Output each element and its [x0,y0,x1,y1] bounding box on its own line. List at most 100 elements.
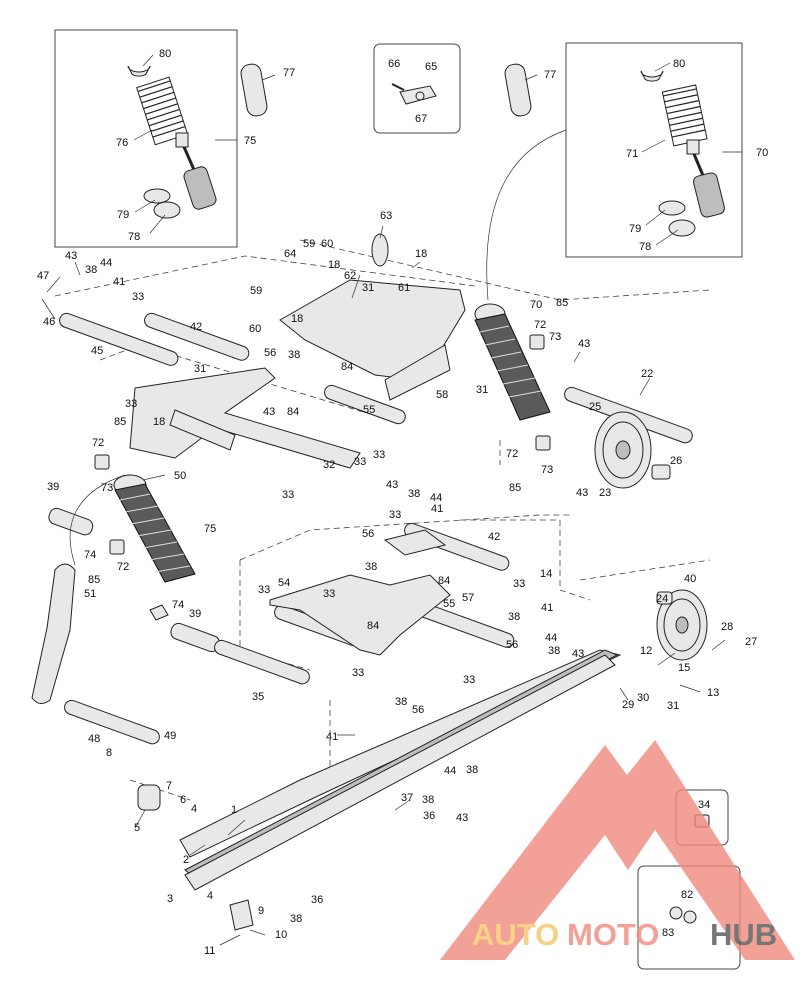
callout-56a: 56 [264,347,276,359]
callout-18a: 18 [415,248,427,260]
callout-36a: 36 [423,810,435,822]
watermark-logo: AUTO MOTO HUB [440,740,795,960]
callout-26: 26 [670,455,682,467]
callout-35: 35 [252,691,264,703]
left-inset-parts [127,63,268,219]
callout-41d: 41 [326,731,338,743]
callout-8: 8 [106,747,112,759]
right-inset-parts [504,63,725,237]
callout-49: 49 [164,730,176,742]
bracket-58 [279,233,466,401]
callout-78: 78 [128,231,140,243]
callout-28: 28 [721,621,733,633]
callout-2: 2 [183,854,189,866]
wheel-23 [594,411,671,489]
callout-56d: 56 [412,704,424,716]
callout-72b: 72 [92,437,104,449]
callout-71: 71 [626,148,638,160]
callout-33a: 33 [132,291,144,303]
callout-43e: 43 [386,479,398,491]
callout-38g: 38 [395,696,407,708]
callout-60b: 60 [249,323,261,335]
callout-76: 76 [116,137,128,149]
callout-85a: 85 [556,297,568,309]
callout-39b: 39 [189,608,201,620]
callout-85b: 85 [114,416,126,428]
callout-31d: 31 [667,700,679,712]
callout-84b: 84 [287,406,299,418]
inset-box-bracket [373,43,461,134]
callout-1: 1 [231,804,237,816]
callout-79: 79 [117,209,129,221]
callout-36b: 36 [311,894,323,906]
callout-50: 50 [174,470,186,482]
callout-38a: 38 [85,264,97,276]
callout-65: 65 [425,61,437,73]
callout-11: 11 [204,945,215,957]
callout-14: 14 [540,568,552,580]
callout-44b: 44 [430,492,442,504]
callout-15: 15 [678,662,690,674]
callout-59b: 59 [250,285,262,297]
callout-77: 77 [283,67,295,79]
link-arm-51 [31,563,76,704]
shock-70-right [474,303,551,451]
rear-arm [269,529,451,656]
callout-70-inset: 70 [756,147,768,159]
callout-72a: 72 [534,319,546,331]
callout-33f: 33 [389,509,401,521]
callout-74a: 74 [84,549,96,561]
callout-44c: 44 [545,632,557,644]
callout-83: 83 [662,927,674,939]
callout-43f: 43 [572,648,584,660]
callout-46: 46 [43,316,55,328]
callout-61: 61 [398,282,410,294]
callout-55b: 55 [443,598,455,610]
callout-5: 5 [134,822,140,834]
callout-27: 27 [745,636,757,648]
callout-84a: 84 [341,361,353,373]
callout-42b: 42 [488,531,500,543]
callout-47: 47 [37,270,49,282]
callout-74b: 74 [172,599,184,611]
callout-34: 34 [698,799,710,811]
callout-23: 23 [599,487,611,499]
callout-24: 24 [656,593,668,605]
callout-38i: 38 [422,794,434,806]
watermark-text-auto: AUTO [472,917,559,952]
callout-31c: 31 [476,384,488,396]
callout-60: 60 [321,238,333,250]
shock-75-left [94,454,196,621]
callout-38c: 38 [408,488,420,500]
callout-43a: 43 [65,250,77,262]
callout-18c: 18 [291,313,303,325]
callout-3: 3 [167,893,173,905]
front-arm [129,367,361,469]
callout-58: 58 [436,389,448,401]
callout-33h: 33 [323,588,335,600]
callout-13b: 13 [707,687,719,699]
callout-4: 4 [191,803,197,815]
callout-51: 51 [84,588,96,600]
callout-33k: 33 [463,674,475,686]
callout-33b: 33 [125,398,137,410]
callouts: 80 77 76 75 79 78 66 65 67 77 80 71 70 7… [37,48,768,957]
callout-22: 22 [641,368,653,380]
inset-box-right-shock [565,42,743,258]
callout-40: 40 [684,573,696,585]
callout-6: 6 [180,794,186,806]
callout-38f: 38 [548,645,560,657]
callout-55a: 55 [363,404,375,416]
callout-80-right: 80 [673,58,685,70]
callout-41b: 41 [431,503,443,515]
callout-37: 37 [401,792,413,804]
callout-41c: 41 [541,602,553,614]
slide-rail [179,649,622,891]
callout-33i: 33 [513,578,525,590]
callout-41a: 41 [113,276,125,288]
callout-43g: 43 [456,812,468,824]
callout-4b: 4 [207,890,213,902]
callout-43c: 43 [263,406,275,418]
callout-38j: 38 [290,913,302,925]
